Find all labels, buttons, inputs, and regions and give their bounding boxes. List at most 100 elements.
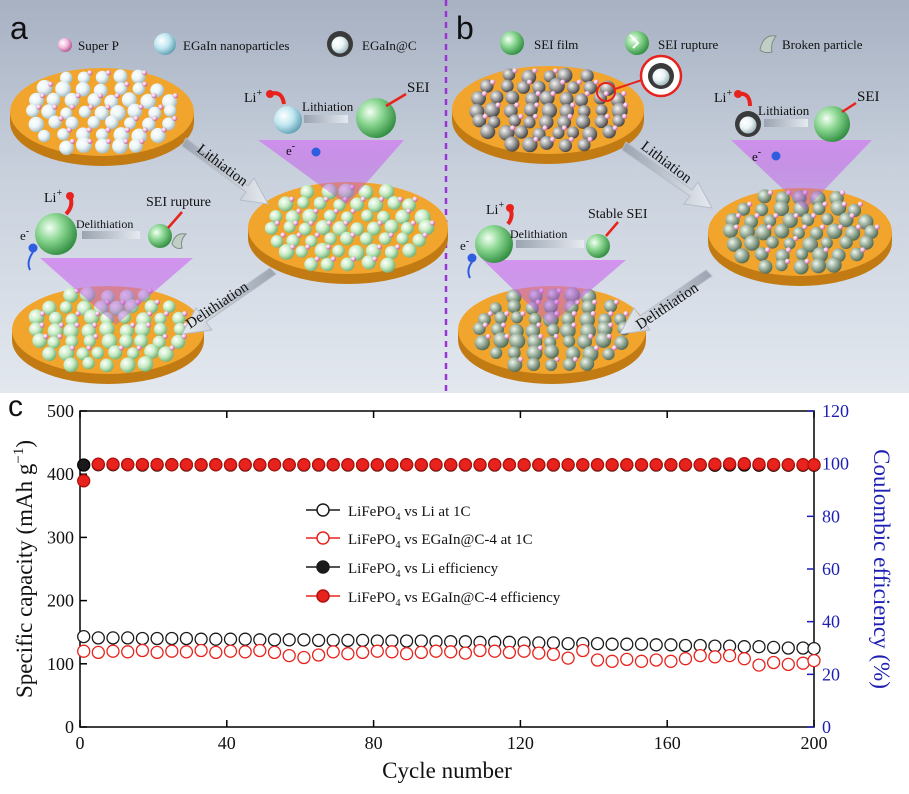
sei-pointer-a — [385, 92, 407, 108]
super-p-particle — [603, 91, 609, 97]
particle — [367, 197, 384, 213]
super-p-particle — [482, 322, 488, 328]
data-point — [708, 457, 722, 471]
super-p-particle — [841, 201, 848, 207]
particle — [29, 322, 43, 337]
particle — [87, 93, 102, 107]
electron-label-a2: e- — [20, 226, 29, 243]
data-point — [473, 643, 487, 658]
particle — [108, 345, 123, 360]
super-p-particle — [536, 322, 542, 328]
particle — [402, 198, 416, 213]
particle — [127, 347, 140, 360]
sei-rupture-crack — [629, 34, 640, 49]
legend-marker-egain-efficiency — [316, 589, 330, 603]
particle — [614, 335, 629, 350]
x-axis-label: Cycle number — [382, 758, 512, 783]
particle — [502, 68, 516, 81]
super-p-particle — [48, 81, 54, 87]
data-point — [77, 458, 91, 472]
particle — [510, 311, 523, 324]
particle — [171, 334, 186, 349]
particle — [59, 71, 73, 85]
particle — [350, 222, 364, 236]
particle — [734, 248, 750, 264]
super-p-particle — [542, 125, 548, 131]
particle — [552, 126, 565, 139]
delithiation-small-label-a: Delithiation — [76, 217, 133, 231]
super-p-particle — [372, 256, 378, 262]
particle — [566, 126, 580, 139]
data-point — [223, 644, 238, 658]
particle — [384, 245, 399, 260]
stable-sei-pointer-b — [605, 221, 619, 237]
super-p-particle — [590, 311, 596, 317]
super-p-particle — [130, 322, 136, 328]
cone-a-right — [258, 140, 404, 205]
legend-marker-li-efficiency — [316, 560, 330, 574]
data-point — [576, 458, 590, 472]
particle — [49, 311, 63, 326]
super-p-particle — [767, 190, 774, 196]
particle — [286, 234, 300, 248]
legend-broken-particle: Broken particle — [782, 37, 863, 52]
super-p-particle — [95, 311, 101, 317]
data-point — [807, 653, 821, 668]
data-point — [444, 458, 458, 472]
data-point — [766, 655, 781, 670]
super-p-particle — [314, 232, 320, 238]
super-p-particle — [860, 247, 866, 253]
super-p-particle — [766, 224, 772, 230]
particle — [81, 323, 96, 339]
particle — [812, 202, 826, 216]
delithiation-mini-arrow-b — [516, 240, 584, 248]
particle — [158, 346, 174, 362]
super-p-particle — [553, 68, 559, 74]
particle — [562, 335, 576, 348]
data-point — [209, 632, 223, 646]
particle — [283, 220, 296, 233]
super-p-particle — [142, 81, 148, 87]
super-p-particle — [40, 93, 46, 99]
particle — [577, 138, 591, 152]
particle — [577, 334, 592, 349]
super-p-particle — [377, 220, 383, 226]
series-1 — [77, 643, 821, 672]
particle — [754, 247, 769, 261]
particle — [579, 356, 595, 371]
super-p-particle — [360, 196, 366, 202]
particle — [504, 136, 520, 152]
particle — [42, 300, 57, 316]
y-left-tick-label: 200 — [47, 591, 74, 611]
data-point — [678, 638, 693, 653]
super-p-particle — [593, 345, 600, 351]
y-right-tick-label: 20 — [822, 664, 840, 684]
super-p-particle — [550, 91, 556, 97]
particle — [340, 257, 355, 272]
data-point — [414, 645, 428, 660]
particle — [42, 346, 57, 361]
data-point — [311, 458, 326, 472]
data-point — [194, 458, 208, 472]
li-ion-label-a1: Li+ — [244, 88, 262, 106]
super-p-particle — [504, 311, 510, 317]
super-p-particle — [512, 68, 518, 74]
legend-label-li-efficiency: LiFePO4 vs Li efficiency — [348, 561, 499, 580]
super-p-particle — [819, 224, 826, 230]
data-point — [297, 458, 311, 472]
super-p-particle — [535, 91, 541, 97]
data-point — [341, 633, 355, 648]
particle — [38, 129, 51, 143]
super-p-particle — [623, 102, 629, 108]
particle — [264, 221, 278, 235]
disc-a-delithiated — [12, 286, 204, 384]
data-point — [106, 644, 120, 658]
data-point — [223, 632, 238, 646]
particle — [60, 107, 73, 120]
data-point — [752, 640, 766, 654]
super-p-particle — [553, 333, 559, 339]
particle — [783, 237, 796, 250]
data-point — [532, 646, 546, 660]
broken-particle-icon — [759, 35, 777, 54]
y-right-tick-label: 40 — [822, 612, 840, 632]
